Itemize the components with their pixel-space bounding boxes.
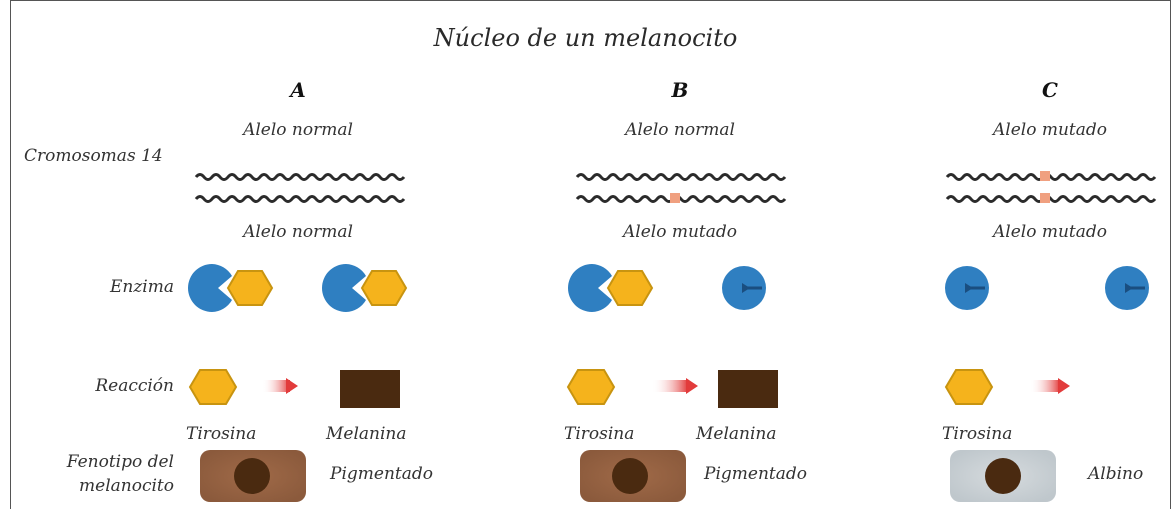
cell-pigmented-a: [200, 450, 306, 502]
enzyme-bound-b1: [568, 264, 654, 312]
enzyme-inactive-b2: [722, 266, 766, 310]
reaction-arrow: [262, 380, 290, 392]
tyrosine-shape: [566, 369, 616, 405]
substrate-label-b: Tirosina: [564, 424, 635, 444]
bottom-allele-a: Alelo normal: [243, 222, 353, 242]
row-label-reaction: Reacción: [95, 376, 174, 396]
row-label-chromosomes: Cromosomas 14: [24, 146, 163, 166]
tyrosine-shape: [188, 369, 238, 405]
column-heading-a: A: [290, 78, 306, 102]
tyrosine-shape: [944, 369, 994, 405]
melanin-shape: [340, 370, 400, 408]
chromosome-pair-c: [945, 171, 1157, 203]
reaction-a: [188, 369, 400, 408]
column-heading-b: B: [671, 78, 689, 102]
bottom-allele-b: Alelo mutado: [622, 222, 737, 242]
mutation-mark: [670, 193, 680, 203]
top-allele-b: Alelo normal: [625, 120, 735, 140]
product-label-b: Melanina: [696, 424, 777, 444]
bottom-allele-c: Alelo mutado: [992, 222, 1107, 242]
cell-albino-c: [950, 450, 1056, 502]
phenotype-label-c: Albino: [1088, 464, 1144, 484]
enzyme-inactive-c1: [945, 266, 989, 310]
top-allele-c: Alelo mutado: [992, 120, 1107, 140]
mutation-mark: [1040, 171, 1050, 181]
row-label-phenotype-line2: melanocito: [79, 476, 174, 496]
chromosome-pair-b: [575, 173, 787, 203]
substrate-label-c: Tirosina: [942, 424, 1013, 444]
reaction-arrow: [1030, 380, 1060, 392]
phenotype-label-b: Pigmentado: [704, 464, 807, 484]
cell-pigmented-b: [580, 450, 686, 502]
enzyme-inactive-c2: [1105, 266, 1149, 310]
enzyme-bound-a2: [322, 264, 408, 312]
top-allele-a: Alelo normal: [243, 120, 353, 140]
substrate-label-a: Tirosina: [186, 424, 257, 444]
chromosome-pair-a: [194, 173, 406, 203]
melanin-shape: [718, 370, 778, 408]
reaction-c: [944, 369, 1070, 405]
row-label-enzyme: Enzima: [109, 277, 174, 297]
enzyme-bound-a1: [188, 264, 274, 312]
diagram-title: Núcleo de un melanocito: [433, 24, 738, 52]
phenotype-label-a: Pigmentado: [330, 464, 433, 484]
row-label-phenotype-line1: Fenotipo del: [66, 452, 174, 472]
column-heading-c: C: [1042, 78, 1058, 102]
reaction-arrow: [652, 380, 688, 392]
reaction-b: [566, 369, 778, 408]
mutation-mark: [1040, 193, 1050, 203]
product-label-a: Melanina: [326, 424, 407, 444]
